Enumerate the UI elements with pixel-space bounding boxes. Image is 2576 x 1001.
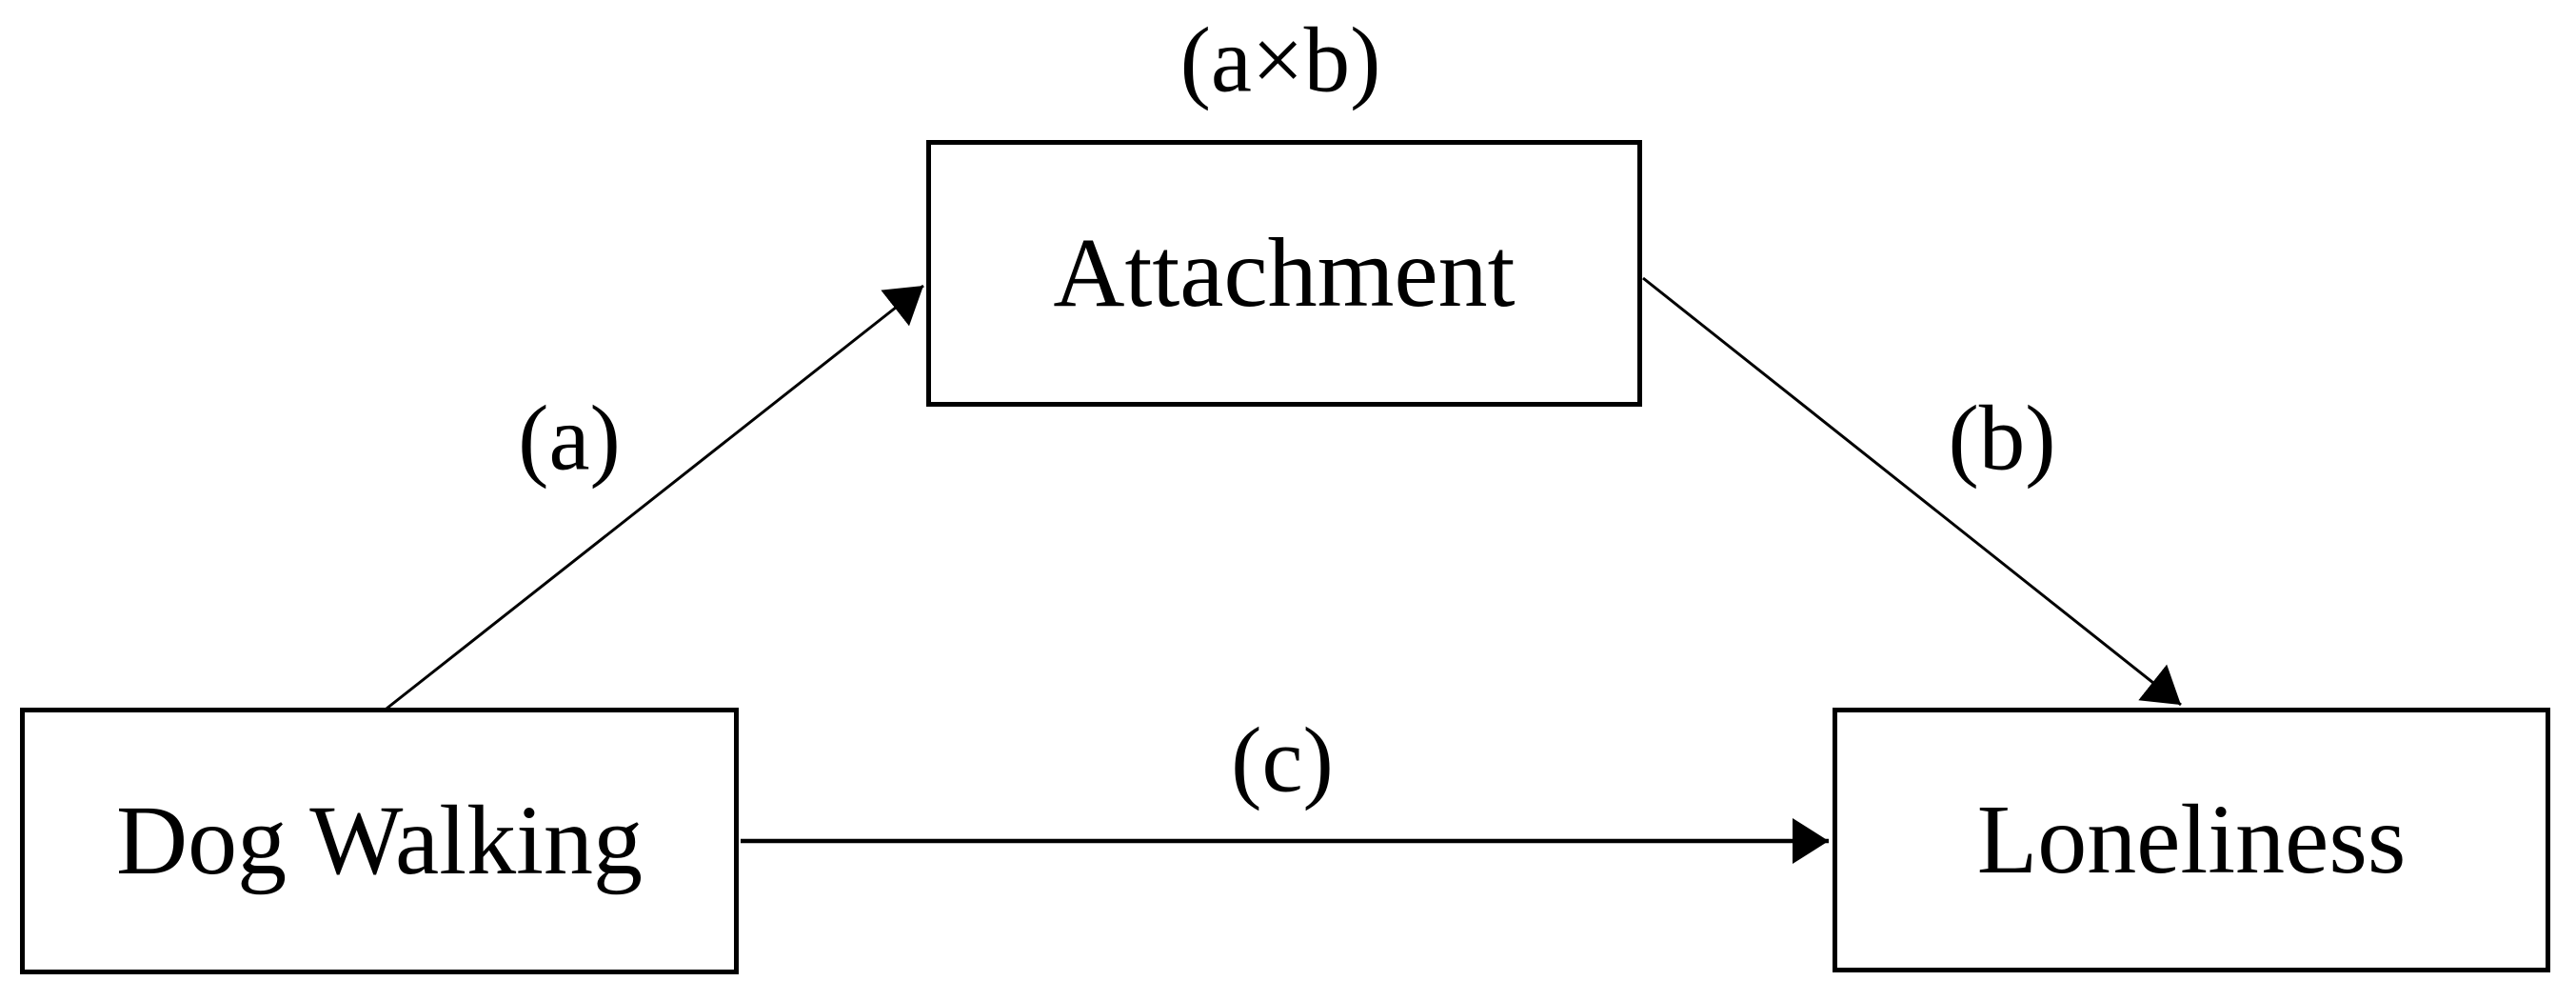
path-a-arrow [386,284,924,711]
node-dog-walking-label: Dog Walking [115,786,643,895]
node-attachment-label: Attachment [1053,218,1516,328]
node-dog-walking: Dog Walking [20,708,739,974]
path-b-arrow [1642,276,2182,707]
node-loneliness: Loneliness [1833,708,2550,972]
path-b-label: (b) [1948,387,2056,490]
path-c-label: (c) [1231,709,1334,811]
indirect-effect-label: (a×b) [1179,9,1381,111]
path-a-label: (a) [518,387,621,490]
node-attachment: Attachment [926,140,1642,407]
node-loneliness-label: Loneliness [1976,785,2407,894]
